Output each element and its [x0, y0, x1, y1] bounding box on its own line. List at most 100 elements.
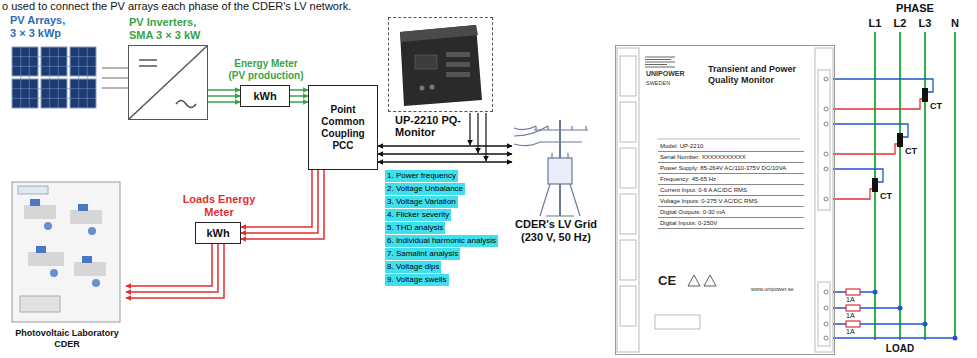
- inverter-symbol: [129, 46, 207, 119]
- fuse-rating: 1A: [846, 328, 855, 336]
- inverter-symbol: [139, 60, 157, 66]
- analysis-item: 7. Samalint analysis: [385, 248, 460, 260]
- analysis-item: 5. THD analysis: [385, 222, 445, 234]
- current-transformer: [872, 178, 878, 192]
- junction-dot: [923, 322, 928, 327]
- lv-grid-node-text: CDER's LV Grid (230 V, 50 Hz): [512, 218, 600, 244]
- laboratory-illustration: [24, 205, 56, 219]
- connector-line: [126, 244, 224, 298]
- pq-monitor-device-text: Transient and Power Quality Monitor: [708, 64, 814, 86]
- connector-line: [102, 87, 128, 89]
- terminal: [824, 152, 828, 156]
- device-panel-detail: [818, 70, 830, 210]
- connector: [290, 90, 308, 102]
- laboratory-illustration: [50, 269, 58, 277]
- terminal: [824, 290, 828, 294]
- pcc-box-text: Point Common Coupling PCC: [312, 104, 374, 152]
- device-panel-detail: [818, 282, 830, 346]
- loads-meter-box: Loads Energy MeterkWh: [195, 222, 241, 244]
- device-panel-detail: [815, 48, 833, 352]
- pq-monitor-device-text: www.unipower.se: [751, 286, 811, 293]
- energy-meter-box-text: kWh: [253, 90, 276, 103]
- inverter-symbol: [176, 101, 196, 108]
- inverter-symbol: [129, 46, 207, 119]
- laboratory-illustration: [30, 199, 40, 206]
- current-wire: [833, 79, 933, 199]
- pv-array-node: PV Arrays, 3 × 3 kWp: [8, 44, 102, 112]
- junction-dot: [953, 336, 958, 341]
- laboratory-illustration: [12, 182, 120, 322]
- pq-monitor-device-text: Frequency: 45-65 Hz: [658, 174, 804, 185]
- fuse: [846, 305, 860, 311]
- connector-line: [378, 145, 512, 147]
- utility-pole: [548, 158, 572, 184]
- device-panel-detail: [657, 139, 800, 140]
- device-panel-detail: [620, 194, 636, 234]
- voltage-wire: [833, 292, 955, 338]
- utility-pole: [514, 126, 548, 146]
- fuse: [846, 321, 860, 327]
- phase-heading: PHASE: [885, 2, 945, 15]
- connector-line: [126, 244, 212, 286]
- laboratory-illustration: [78, 204, 88, 211]
- terminal: [824, 197, 828, 201]
- connector-line: [208, 89, 240, 91]
- analysis-item: 9. Voltage swells: [385, 274, 449, 286]
- pq-monitor-photo: [415, 55, 437, 69]
- laboratory-illustration: [70, 210, 102, 224]
- pcc-box: Point Common Coupling PCC: [308, 85, 378, 170]
- laboratory-illustration: [74, 262, 106, 276]
- pq-monitor-device-text: SWEDEN: [646, 80, 706, 87]
- device-panel-detail: [655, 315, 700, 329]
- device-panel-detail: [645, 57, 675, 67]
- connector-line: [378, 153, 512, 155]
- connector: [126, 244, 224, 298]
- pq-monitor-device-text: Current Input: 0-6 A AC/DC RMS: [658, 185, 804, 196]
- terminal: [824, 77, 828, 81]
- connector-line: [290, 95, 308, 97]
- phase-line: [875, 32, 955, 340]
- connector-line: [290, 101, 308, 103]
- terminal: [824, 306, 828, 310]
- pq-monitor-device: UNIPOWERSWEDENTransient and Power Qualit…: [615, 45, 835, 355]
- laboratory-illustration: [20, 296, 60, 312]
- connector-line: [126, 244, 218, 292]
- loads-meter-box-text: Loads Energy Meter: [178, 193, 260, 219]
- pq-monitor-node: UP-2210 PQ-Monitor: [388, 17, 493, 112]
- pq-monitor-photo: [446, 62, 470, 67]
- current-wire: [833, 189, 872, 199]
- monitor-lead: [469, 113, 470, 145]
- terminal: [824, 336, 828, 340]
- laboratory-illustration: [44, 222, 52, 230]
- connector-line: [208, 101, 240, 103]
- pq-monitor-device-text: Model: UP-2210: [658, 141, 804, 152]
- phase-name: L2: [890, 17, 910, 30]
- current-transformer: [922, 88, 928, 102]
- terminal: [824, 107, 828, 111]
- laboratory-illustration: [36, 246, 46, 253]
- utility-pole: [514, 120, 588, 216]
- laboratory-illustration: [82, 256, 92, 263]
- junction-dot: [873, 290, 958, 341]
- ct-label: CT: [905, 146, 917, 156]
- junction-dot: [898, 306, 903, 311]
- device-panel-detail: [688, 275, 716, 286]
- current-wire: [833, 79, 933, 92]
- pv-panels: [12, 47, 96, 108]
- inverter-box-text: PV Inverters, SMA 3 × 3 kW: [129, 16, 205, 42]
- laboratory-illustration: [18, 186, 48, 194]
- laboratory-node: Photovoltaic Laboratory CDER: [8, 178, 126, 350]
- connector-line: [102, 77, 128, 79]
- device-panel-detail: [620, 102, 636, 142]
- analysis-item: 8. Voltage dips: [385, 261, 441, 273]
- device-panel-detail: [617, 48, 833, 352]
- analysis-item: 3. Voltage Variation: [385, 196, 458, 208]
- connector-line: [378, 161, 512, 163]
- load-label: LOAD: [878, 343, 922, 355]
- monitor-lead: [477, 113, 478, 153]
- pq-monitor-device-text: Power Supply: 85-264V AC/110-375V DC/10V…: [658, 163, 804, 174]
- pq-monitor-photo: [400, 25, 482, 106]
- analysis-item: 4. Flicker severity: [385, 209, 451, 221]
